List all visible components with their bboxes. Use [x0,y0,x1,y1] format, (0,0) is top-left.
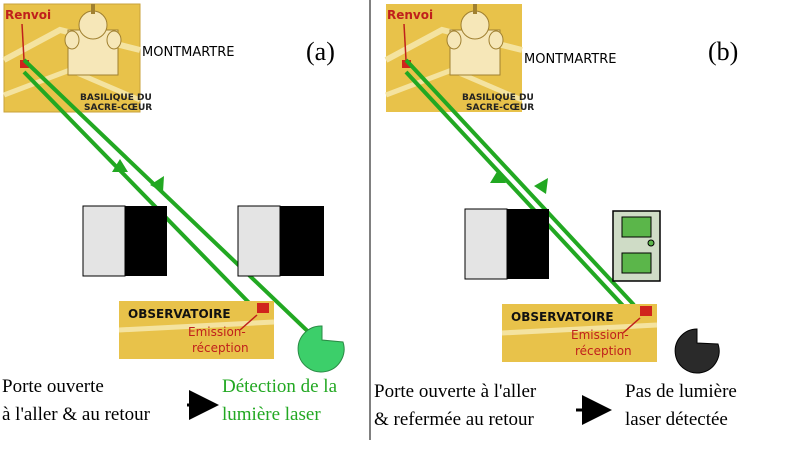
shutter-window-left-a [82,205,167,277]
observatory-title-a: OBSERVATOIRE [128,307,231,321]
basilica-label-line1-b: BASILIQUE DU [462,93,534,103]
beam-arrow-out-a [150,176,164,192]
shutter-window-right-a [237,205,324,277]
caption-right-line1-a: Détection de la [222,376,338,397]
basilica-icon-a [64,4,122,76]
emitter-box-b [640,306,652,316]
observatory-map-b: OBSERVATOIRE Emission- réception [501,304,658,362]
place-label-b: MONTMARTRE [524,52,617,67]
shutter-window-left-b [464,208,549,280]
basilica-label-line2-a: SACRE-CŒUR [84,103,152,113]
observatory-title-b: OBSERVATOIRE [511,310,614,324]
laser-beams-b [404,58,636,313]
door-knob [647,239,655,247]
closed-door-b [612,210,661,282]
observatory-map-a: OBSERVATOIRE Emission- réception [118,301,275,359]
caption-left-line2-a: à l'aller & au retour [2,404,151,425]
panel-a: Renvoi BASILIQUE DU SACRE-CŒUR MONTMARTR… [2,3,345,425]
emitter-box-a [257,303,269,313]
panel-tag-b: (b) [708,37,738,66]
montmartre-map-a: Renvoi BASILIQUE DU SACRE-CŒUR [2,3,152,113]
caption-left-line1-a: Porte ouverte [2,376,104,397]
caption-right-line2-a: lumière laser [222,404,321,425]
emission-label-line1-a: Emission- [188,325,246,339]
basilica-label-line2-b: SACRE-CŒUR [466,103,534,113]
detector-dark-b [674,328,720,374]
mirror-reflector-a [20,60,29,68]
laser-beams-a [22,58,322,345]
panel-tag-a: (a) [306,37,335,66]
beam-arrow-return-a [112,159,128,172]
basilica-label-line1-a: BASILIQUE DU [80,93,152,103]
caption-left-line1-b: Porte ouverte à l'aller [374,381,537,402]
emission-label-line2-a: réception [192,341,249,355]
detector-lit-a [297,325,345,373]
panel-b: Renvoi BASILIQUE DU SACRE-CŒUR MONTMARTR… [374,4,738,430]
beam-arrow-out-b [534,178,548,194]
basilica-icon-b [446,4,504,76]
emission-label-line2-b: réception [575,344,632,358]
place-label-a: MONTMARTRE [142,45,235,60]
montmartre-map-b: Renvoi BASILIQUE DU SACRE-CŒUR [384,4,534,113]
emission-label-line1-b: Emission- [571,328,629,342]
caption-right-line2-b: laser détectée [625,409,728,430]
renvoi-label-b: Renvoi [387,8,433,22]
mirror-reflector-b [402,60,411,68]
caption-left-line2-b: & refermée au retour [374,409,534,430]
beam-arrow-return-b [490,170,506,183]
renvoi-label-a: Renvoi [5,8,51,22]
caption-right-line1-b: Pas de lumière [625,381,737,402]
